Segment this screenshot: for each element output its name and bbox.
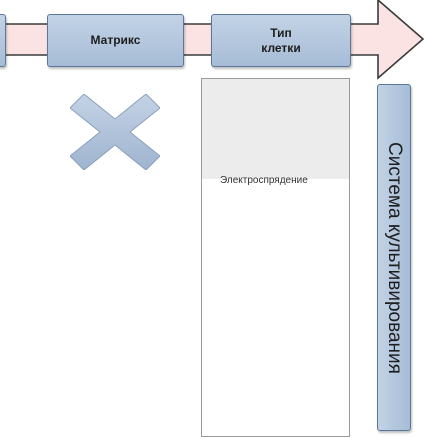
left-stub-box — [0, 14, 6, 67]
panel-image-area — [202, 79, 349, 179]
panel-body — [202, 179, 341, 436]
matrix-label: Матрикс — [90, 33, 141, 47]
matrix-box: Матрикс — [47, 14, 184, 67]
cell-type-label-line2: клетки — [261, 40, 301, 55]
electrospinning-panel: Электроспрядение — [201, 78, 350, 437]
cell-type-label-line1: Тип — [270, 25, 292, 40]
panel-caption: Электроспрядение — [220, 175, 308, 185]
cross-icon — [70, 94, 160, 170]
cultivation-system-bar: Система культивирования — [377, 84, 411, 431]
cell-type-label: Тип клетки — [261, 26, 300, 56]
cultivation-system-label: Система культивирования — [384, 141, 405, 374]
cell-type-box: Тип клетки — [211, 14, 351, 67]
